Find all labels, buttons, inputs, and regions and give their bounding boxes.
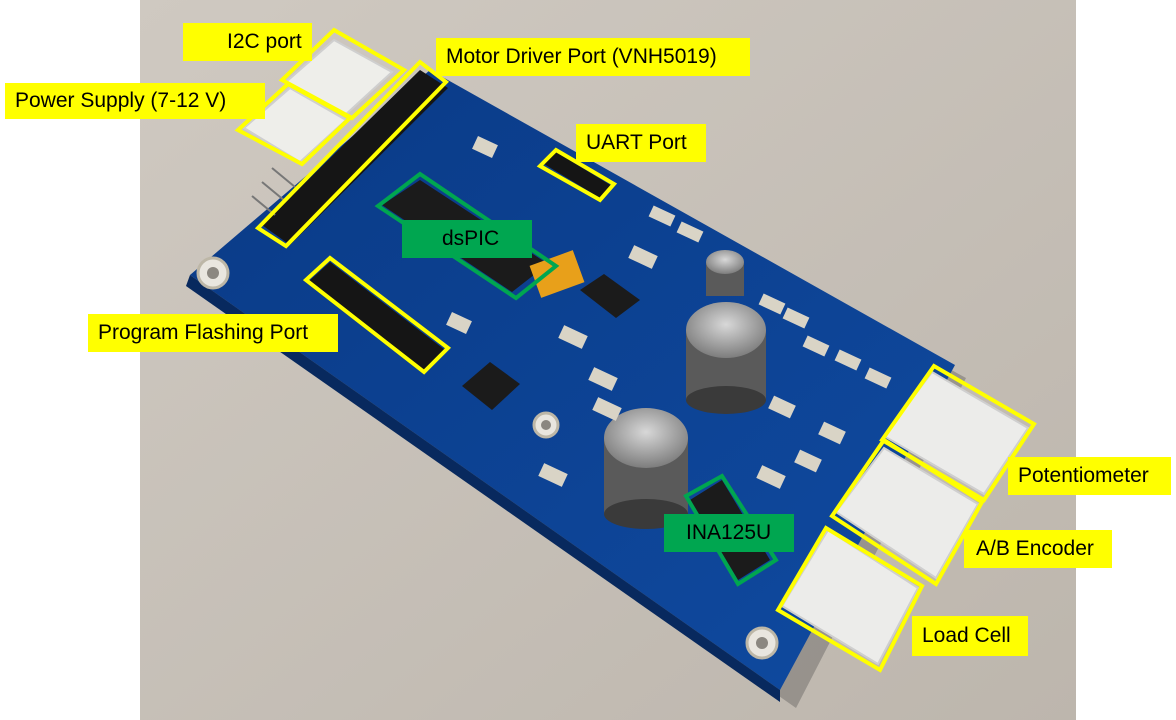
resistor-icon — [446, 136, 892, 489]
program-flashing-header — [308, 262, 445, 372]
ic3-chip — [580, 274, 640, 318]
label-dspic: dsPIC — [402, 220, 532, 258]
encoder-connector — [834, 446, 980, 580]
motor-driver-outline — [254, 59, 450, 249]
ina125u-outline — [683, 473, 779, 587]
label-power-supply: Power Supply (7-12 V) — [5, 83, 265, 119]
uart-header — [544, 152, 612, 198]
yellow-highlight-outlines — [234, 27, 1037, 673]
label-program-flashing-port: Program Flashing Port — [88, 314, 338, 352]
label-uart-port: UART Port — [576, 124, 706, 162]
motor-driver-header — [262, 70, 448, 245]
board-edge — [186, 275, 780, 702]
capacitor-icon — [529, 250, 585, 298]
encoder-outline — [829, 437, 985, 587]
capacitor-icon — [686, 302, 766, 414]
label-ab-encoder: A/B Encoder — [964, 530, 1112, 568]
label-potentiometer: Potentiometer — [1008, 457, 1171, 495]
label-i2c-port: I2C port — [183, 23, 312, 61]
loadcell-connector — [780, 528, 920, 666]
regulator-chip — [462, 362, 520, 410]
loadcell-outline — [775, 525, 925, 673]
capacitor-icon — [706, 250, 744, 296]
uart-outline — [536, 147, 618, 203]
capacitor-icon — [604, 408, 688, 529]
power-outline — [234, 81, 354, 167]
green-highlight-outlines — [374, 171, 779, 587]
label-ina125u: INA125U — [664, 514, 794, 552]
label-motor-driver-port: Motor Driver Port (VNH5019) — [436, 38, 750, 76]
dspic-outline — [374, 171, 560, 301]
label-load-cell: Load Cell — [912, 616, 1028, 656]
program-flashing-outline — [302, 255, 452, 375]
